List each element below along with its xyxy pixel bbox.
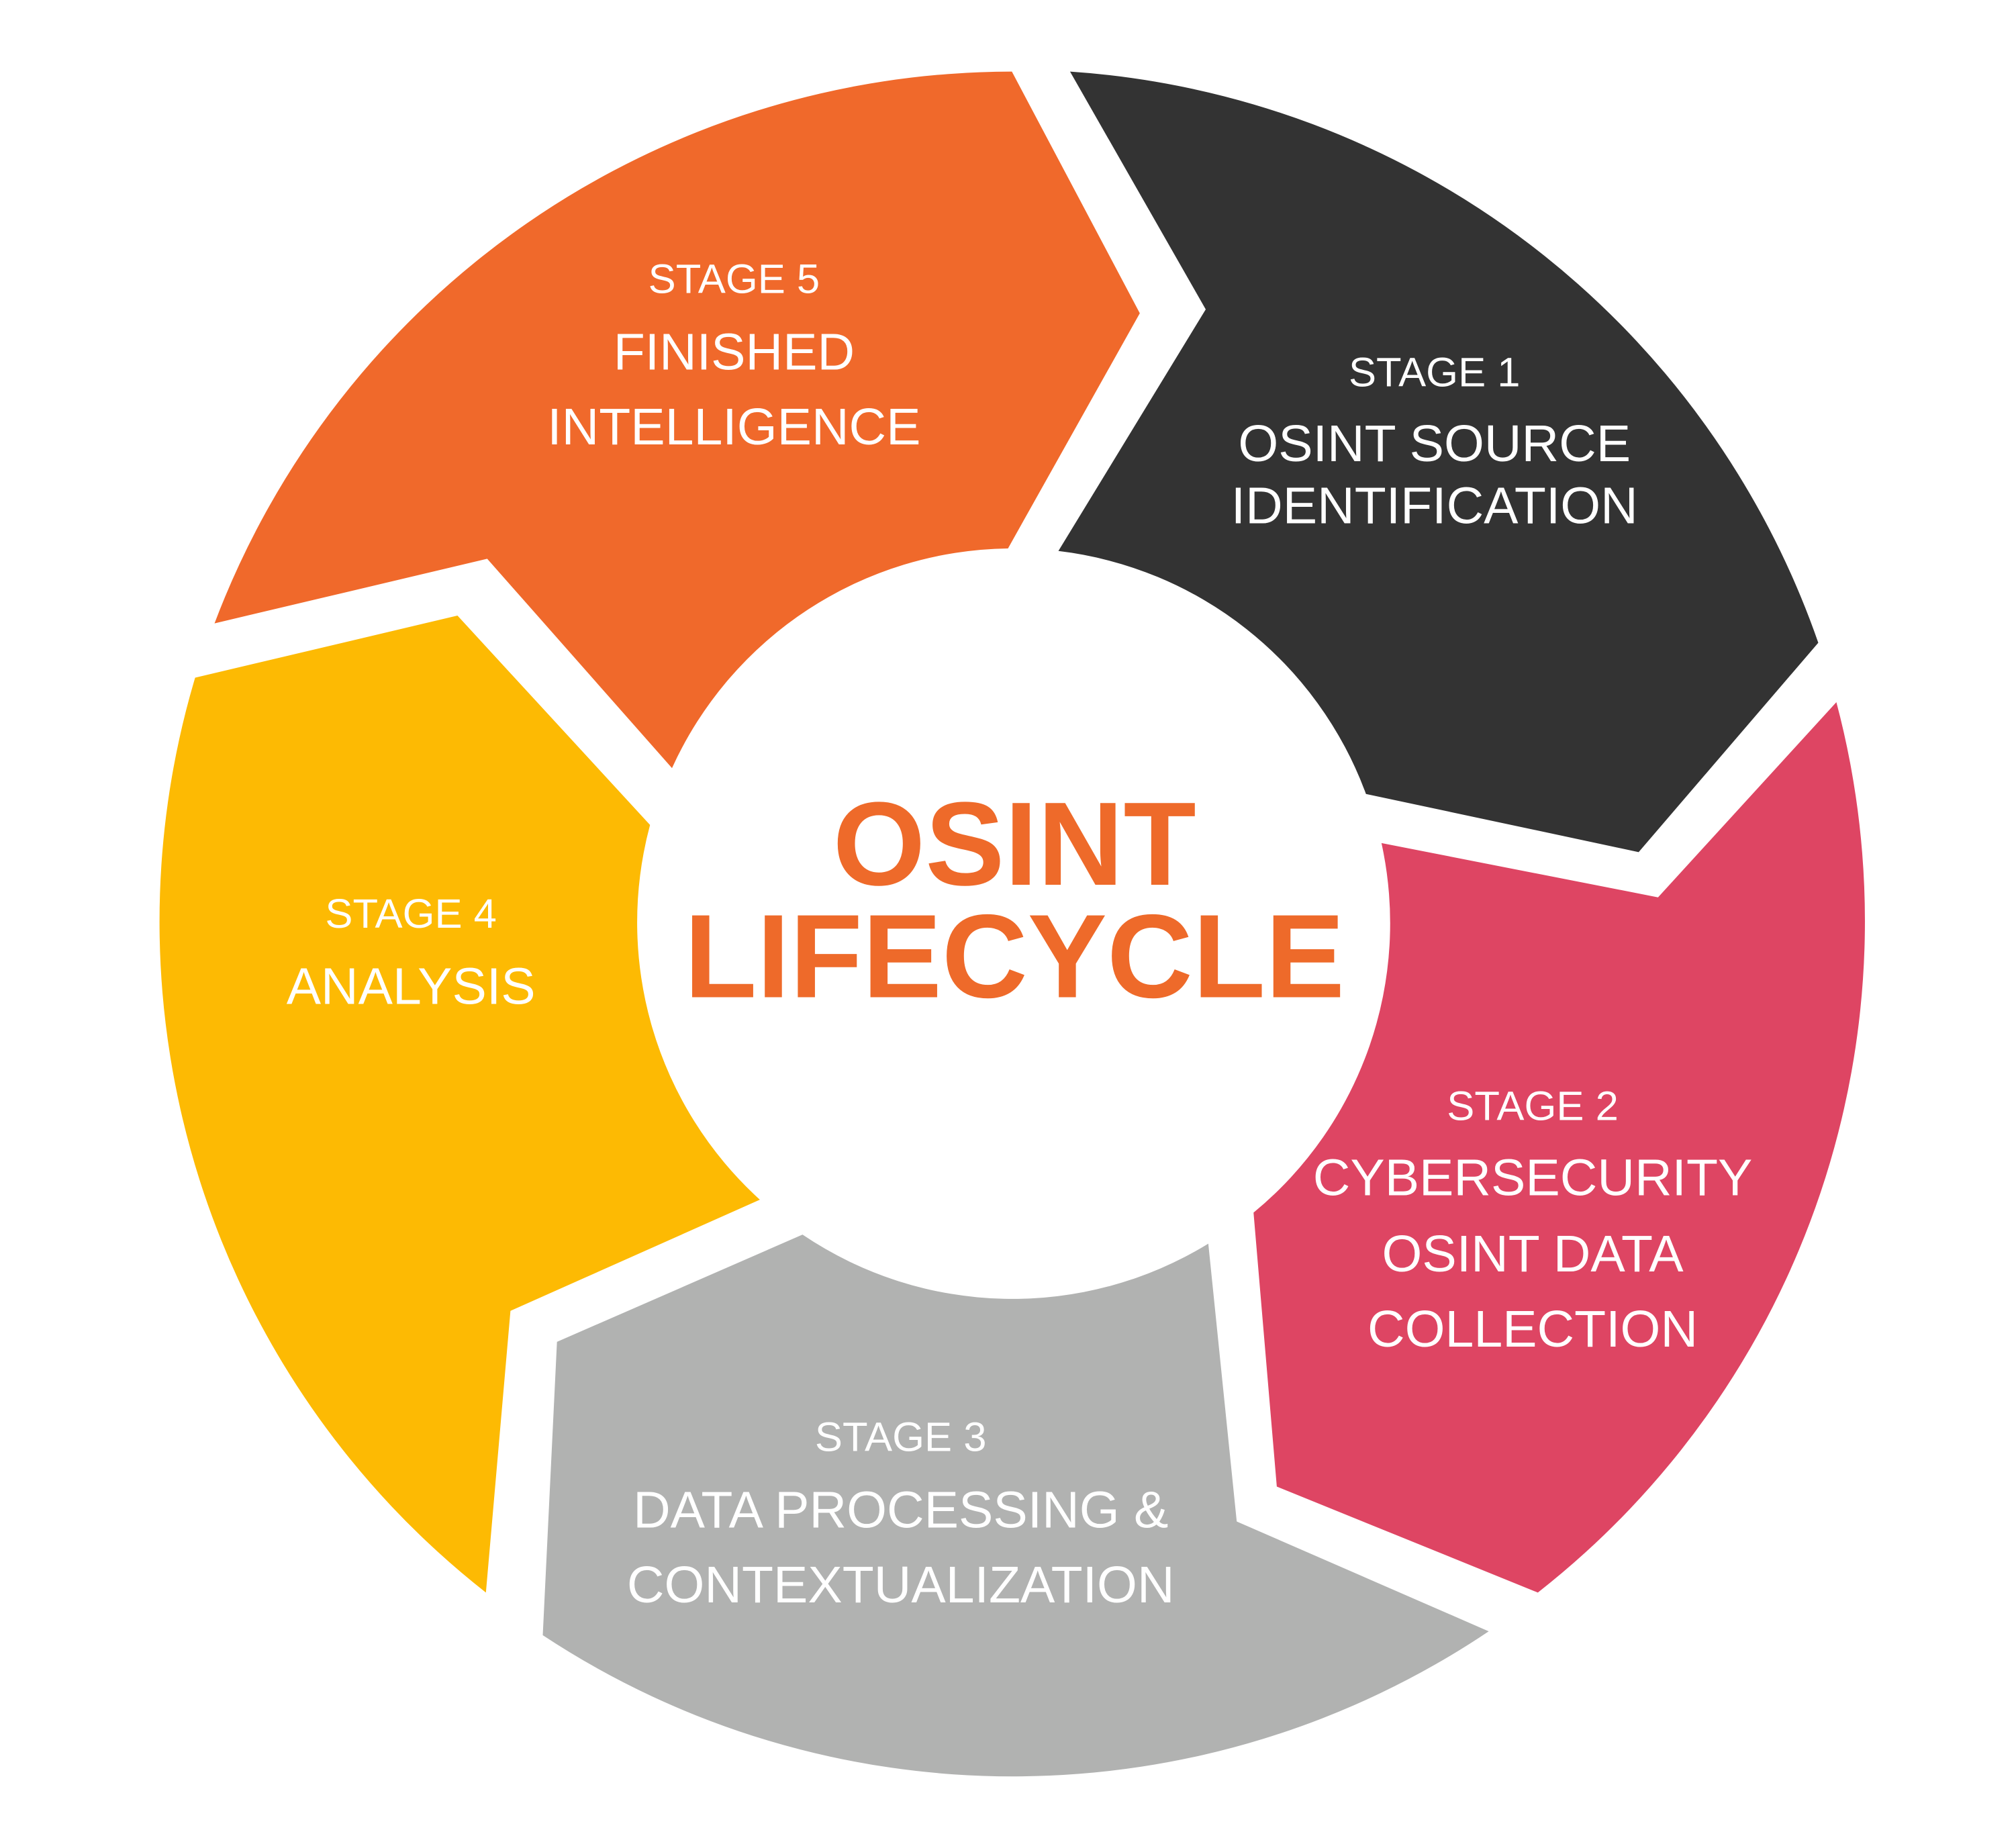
- stage-3-title-line: CONTEXTUALIZATION: [627, 1556, 1175, 1614]
- stage-2-label: STAGE 2: [1447, 1083, 1619, 1130]
- stage-3-label: STAGE 3: [815, 1414, 987, 1460]
- stage-4-segment: [159, 616, 760, 1593]
- stage-4-label: STAGE 4: [325, 891, 497, 937]
- center-title-line-1: OSINT: [833, 777, 1196, 910]
- stage-2-title-line: OSINT DATA: [1382, 1225, 1684, 1283]
- stage-5-title-line: FINISHED: [614, 323, 855, 381]
- stage-2-segment: [1253, 702, 1865, 1593]
- stage-5-label: STAGE 5: [649, 256, 820, 303]
- stage-5-title-line: INTELLIGENCE: [547, 398, 920, 456]
- stage-4-title-line: ANALYSIS: [287, 958, 536, 1016]
- stage-1-label: STAGE 1: [1349, 349, 1521, 395]
- stage-1-title-line: OSINT SOURCE: [1238, 415, 1631, 473]
- stage-1-title-line: IDENTIFICATION: [1231, 477, 1638, 535]
- stage-2-title-line: CYBERSECURITY: [1313, 1149, 1753, 1207]
- stage-3-title-line: DATA PROCESSING &: [633, 1481, 1168, 1539]
- stage-2-title-line: COLLECTION: [1367, 1300, 1698, 1358]
- stage-3-segment: [542, 1235, 1489, 1777]
- stage-1-segment: [1058, 71, 1819, 853]
- stage-5-segment: [214, 71, 1140, 769]
- center-title-line-2: LIFECYCLE: [684, 890, 1345, 1023]
